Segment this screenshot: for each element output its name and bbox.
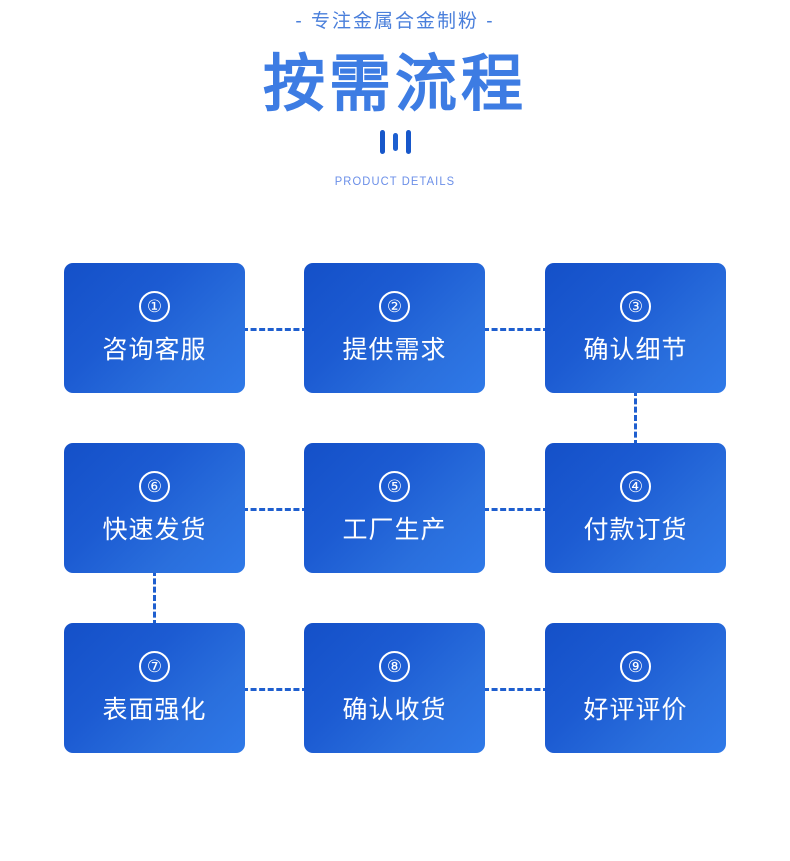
flow-step-8-label: 确认收货 [342, 695, 447, 724]
flow-step-1[interactable]: ① 咨询客服 [64, 263, 245, 393]
flow-step-3[interactable]: ③ 确认细节 [545, 263, 726, 393]
header-subtitle: - 专注金属合金制粉 - [295, 11, 495, 32]
divider-bars-ornament [0, 129, 790, 155]
flow-step-9-label: 好评评价 [583, 695, 688, 724]
flow-step-3-label: 确认细节 [583, 335, 688, 364]
flow-step-1-number: ① [139, 290, 170, 322]
page-title: 按需流程 [262, 50, 527, 119]
flow-step-4-label: 付款订货 [583, 515, 688, 544]
connector-step6-step7 [153, 570, 156, 626]
flow-step-5-number: ⑤ [379, 470, 410, 502]
divider-bar-right [405, 130, 411, 154]
connector-step5-step6 [242, 508, 308, 511]
flow-step-2-label: 提供需求 [342, 335, 447, 364]
flow-step-7[interactable]: ⑦ 表面强化 [64, 623, 245, 753]
connector-step7-step8 [242, 688, 308, 691]
divider-bar-left [379, 130, 385, 154]
connector-step8-step9 [483, 688, 549, 691]
flow-step-4-number: ④ [620, 470, 651, 502]
flow-step-5[interactable]: ⑤ 工厂生产 [304, 443, 485, 573]
flow-step-7-label: 表面强化 [102, 695, 207, 724]
process-flow-diagram: ① 咨询客服 ② 提供需求 ③ 确认细节 ⑥ 快速发货 ⑤ 工厂生产 ④ 付款订… [64, 263, 726, 756]
flow-step-7-number: ⑦ [139, 650, 170, 682]
flow-step-6-label: 快速发货 [102, 515, 207, 544]
flow-step-6-number: ⑥ [139, 470, 170, 502]
connector-step3-step4 [634, 390, 637, 446]
flow-step-3-number: ③ [620, 290, 651, 322]
flow-step-8[interactable]: ⑧ 确认收货 [304, 623, 485, 753]
flow-step-5-label: 工厂生产 [342, 515, 447, 544]
flow-step-2-number: ② [379, 290, 410, 322]
flow-step-9-number: ⑨ [620, 650, 651, 682]
page-header: - 专注金属合金制粉 - 按需流程 PRODUCT DETAILS [0, 0, 790, 189]
flow-step-2[interactable]: ② 提供需求 [304, 263, 485, 393]
flow-step-6[interactable]: ⑥ 快速发货 [64, 443, 245, 573]
connector-step4-step5 [483, 508, 549, 511]
flow-step-8-number: ⑧ [379, 650, 410, 682]
flow-step-9[interactable]: ⑨ 好评评价 [545, 623, 726, 753]
divider-bar-middle [392, 133, 398, 151]
flow-step-4[interactable]: ④ 付款订货 [545, 443, 726, 573]
connector-step2-step3 [483, 328, 549, 331]
flow-step-1-label: 咨询客服 [102, 335, 207, 364]
connector-step1-step2 [242, 328, 308, 331]
header-eyebrow-label: PRODUCT DETAILS [334, 174, 456, 188]
